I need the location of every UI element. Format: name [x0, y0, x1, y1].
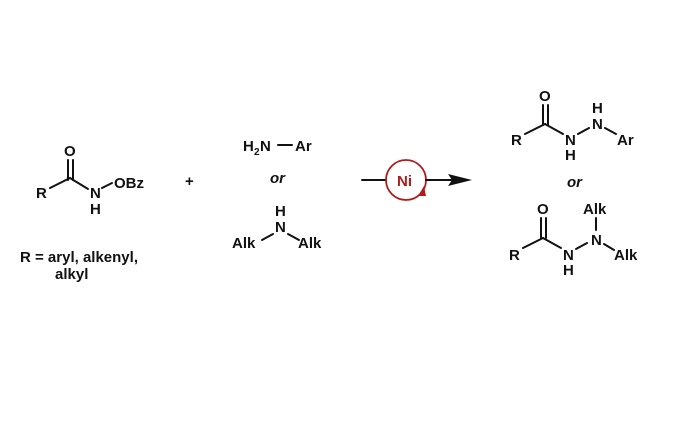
reaction-arrow: Ni [361, 159, 472, 201]
hydroxamate-reactant: O R N H OBz [36, 143, 144, 218]
atom-r: R [36, 185, 47, 202]
atom-alk-right: Alk [614, 247, 638, 264]
atom-h1: H [565, 147, 576, 164]
atom-n: N [90, 185, 101, 202]
atom-ar: Ar [617, 132, 634, 149]
r-definition-line2: alkyl [55, 266, 88, 283]
aryl-hydrazide-product: O R N H H N Ar [511, 88, 634, 164]
atom-alk-right: Alk [298, 235, 322, 252]
atom-h2: H [592, 100, 603, 117]
atom-o: O [537, 201, 549, 218]
atom-h1: H [563, 262, 574, 279]
atom-h: H [275, 203, 286, 220]
atom-h: H [90, 201, 101, 218]
catalyst-label: Ni [397, 173, 412, 190]
atom-n2: N [592, 116, 603, 133]
atom-ar: Ar [295, 138, 312, 155]
atom-o: O [64, 143, 76, 160]
r-definition-line1: R = aryl, alkenyl, [20, 249, 138, 266]
cycle-arrowhead-icon [418, 186, 426, 196]
atom-r: R [511, 132, 522, 149]
leaving-group: OBz [114, 175, 144, 192]
atom-o: O [539, 88, 551, 105]
atom-n: N [275, 219, 286, 236]
subscript-2: 2 [254, 147, 260, 158]
aniline-option: H 2 N Ar [243, 138, 312, 158]
dialkylamine-option: H N Alk Alk [232, 203, 322, 252]
atom-n2: N [591, 232, 602, 249]
plus-sign: + [185, 173, 194, 190]
atom-h: H [243, 138, 254, 155]
alkyl-hydrazide-product: O R N H N Alk Alk [509, 201, 638, 279]
atom-n: N [260, 138, 271, 155]
arrowhead-icon [448, 174, 472, 186]
atom-r: R [509, 247, 520, 264]
atom-n1: N [563, 247, 574, 264]
atom-alk-top: Alk [583, 201, 607, 218]
or-label: or [270, 170, 286, 187]
atom-n1: N [565, 132, 576, 149]
products-or-label: or [567, 174, 583, 191]
atom-alk-left: Alk [232, 235, 256, 252]
